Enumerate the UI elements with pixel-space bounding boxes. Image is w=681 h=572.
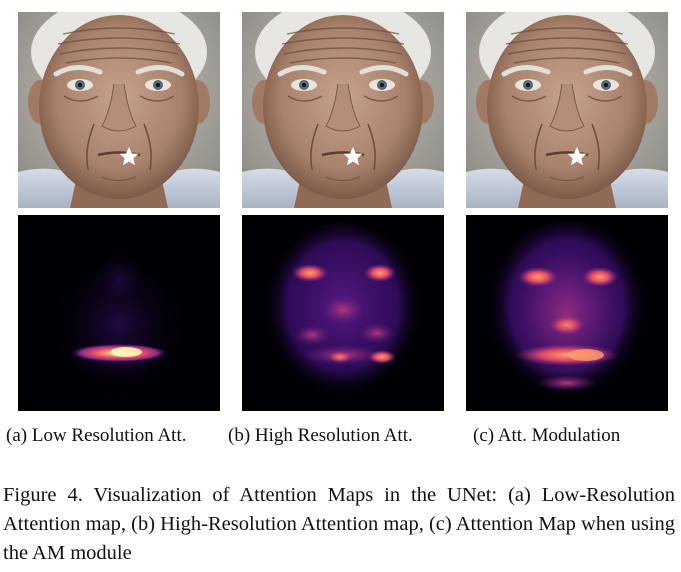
figure-caption: Figure 4. Visualization of Attention Map… bbox=[3, 484, 675, 564]
attention-map-high-resolution bbox=[242, 215, 444, 411]
portrait-image-b bbox=[242, 12, 444, 208]
subcaption-b: (b) High Resolution Att. bbox=[228, 425, 413, 446]
subcaption-c: (c) Att. Modulation bbox=[473, 425, 621, 446]
portrait-image-a bbox=[18, 12, 220, 208]
attention-map-low-resolution bbox=[18, 215, 220, 411]
attention-map-modulated bbox=[466, 215, 668, 411]
portrait-image-c bbox=[466, 12, 668, 208]
subcaption-a: (a) Low Resolution Att. bbox=[6, 425, 187, 446]
